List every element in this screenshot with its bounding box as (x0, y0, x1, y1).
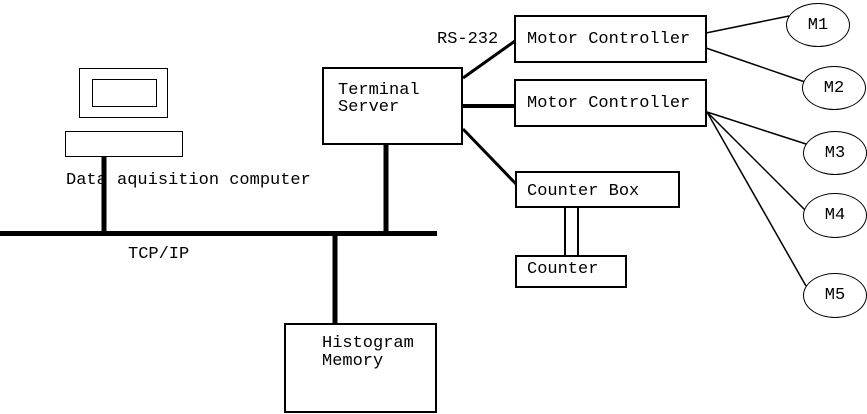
computer-keyboard-icon (65, 131, 183, 157)
terminal-server-box: Terminal Server (322, 67, 463, 145)
data-acquisition-computer-label: Data aquisition computer (66, 171, 311, 190)
counter-box-node: Counter Box (515, 171, 680, 208)
motor-controller-1-label: Motor Controller (527, 30, 691, 49)
motor-m3-label: M3 (824, 143, 846, 163)
computer-screen-icon (92, 79, 157, 107)
motor-node-m3: M3 (803, 131, 867, 175)
counter-node: Counter (515, 255, 627, 288)
motor-controller-1-box: Motor Controller (514, 15, 707, 63)
counter-label: Counter (527, 260, 599, 279)
link-motor-controller-2-m4 (706, 111, 807, 212)
motor-m1-label: M1 (807, 15, 829, 35)
motor-controller-2-box: Motor Controller (514, 79, 707, 127)
link-motor-controller-1-m1 (705, 15, 790, 34)
histogram-memory-label-line1: Histogram (322, 334, 414, 353)
counter-box-label: Counter Box (527, 182, 640, 201)
histogram-memory-label-line2: Memory (322, 352, 384, 371)
rs-232-label: RS-232 (437, 30, 499, 49)
link-motor-controller-2-m5 (706, 111, 807, 287)
motor-node-m5: M5 (803, 273, 867, 318)
motor-m2-label: M2 (823, 78, 845, 98)
motor-node-m2: M2 (802, 66, 866, 110)
terminal-server-label-line2: Server (338, 98, 400, 117)
motor-m5-label: M5 (824, 286, 846, 305)
motor-node-m1: M1 (786, 3, 850, 47)
tcp-ip-label: TCP/IP (128, 245, 190, 264)
link-terminal-server-counter-box (461, 127, 519, 187)
terminal-server-label-line1: Terminal (338, 81, 420, 100)
histogram-memory-box: Histogram Memory (284, 323, 437, 413)
motor-controller-2-label: Motor Controller (527, 94, 691, 113)
motor-node-m4: M4 (803, 193, 867, 238)
link-terminal-server-motor-controller-1 (462, 39, 516, 80)
motor-m4-label: M4 (824, 206, 846, 225)
link-motor-controller-1-m2 (705, 47, 806, 83)
link-motor-controller-2-m3 (706, 111, 807, 145)
